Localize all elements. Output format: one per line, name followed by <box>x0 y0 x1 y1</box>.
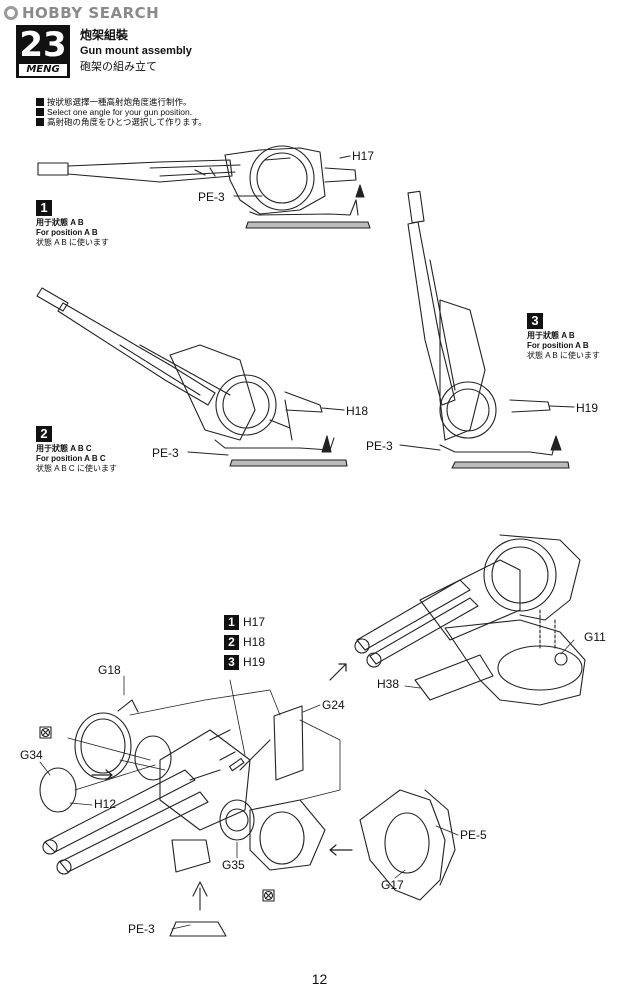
callout-pe3-1: PE-3 <box>198 190 225 204</box>
arrows <box>91 663 353 856</box>
callout-h19: H19 <box>576 401 599 415</box>
gun-position-1-drawing <box>37 145 371 229</box>
no-glue-icon-2 <box>262 889 275 902</box>
position-2-number: 2 <box>36 426 52 442</box>
step-badge: 23 MENG <box>16 25 70 78</box>
part-label-pe5: PE-5 <box>460 828 487 842</box>
gun-position-2-drawing <box>36 287 348 467</box>
callout-h17: H17 <box>352 149 375 163</box>
part-label-g18: G18 <box>98 663 121 677</box>
callout-pe3-2: PE-3 <box>152 446 179 460</box>
instruction-en: Select one angle for your gun position. <box>36 107 192 117</box>
assembled-mount-drawing <box>354 534 586 706</box>
instruction-jp: 高射砲の角度をひとつ選択して作ります。 <box>36 117 207 127</box>
leader-h18 <box>321 407 345 411</box>
position-3-number: 3 <box>527 313 543 329</box>
part-label-g24: G24 <box>322 698 345 712</box>
flag-cn-icon <box>36 98 44 106</box>
guide-lines <box>67 679 341 801</box>
title-chinese: 炮架組裝 <box>80 28 129 42</box>
part-label-g11: G11 <box>584 630 606 644</box>
leader-pe3-2 <box>187 451 229 456</box>
instruction-cn: 按狀態選擇一種高射炮角度進行制作。 <box>36 97 192 107</box>
leader-h19 <box>549 405 575 408</box>
position-2-block: 2 用于狀態 A B C For position A B C 状態 A B C… <box>36 426 117 473</box>
brand-logo: MENG <box>19 64 67 76</box>
flag-en-icon <box>36 108 44 116</box>
part-label-pe3: PE-3 <box>128 922 155 936</box>
part-list-item-1: 1 H17 <box>224 614 265 630</box>
position-1-block: 1 用于狀態 A B For position A B 状態 A B に使います <box>36 200 109 247</box>
title-japanese: 砲架の組み立て <box>80 61 157 73</box>
position-3-block: 3 用于狀態 A B For position A B 状態 A B に使います <box>527 313 600 360</box>
exploded-parts-drawing <box>39 699 456 937</box>
callout-pe3-3: PE-3 <box>366 439 393 453</box>
part-label-g17: G17 <box>381 878 404 892</box>
title-english: Gun mount assembly <box>80 45 192 57</box>
flag-jp-icon <box>36 118 44 126</box>
step-number: 23 <box>19 25 67 65</box>
leader-pe3-3 <box>399 444 441 451</box>
part-label-g35: G35 <box>222 858 245 872</box>
part-list-item-3: 3 H19 <box>224 654 265 670</box>
watermark-text: HOBBY SEARCH <box>22 4 160 22</box>
position-1-number: 1 <box>36 200 52 216</box>
gun-position-3-drawing <box>407 190 570 469</box>
watermark-gear-icon <box>4 6 18 20</box>
callout-h18: H18 <box>346 404 369 418</box>
no-glue-icon-1 <box>39 726 52 739</box>
part-label-h38: H38 <box>377 677 400 691</box>
part-label-h12: H12 <box>94 797 117 811</box>
part-label-g34: G34 <box>20 748 43 762</box>
leader-h17 <box>339 155 351 159</box>
watermark: HOBBY SEARCH <box>4 4 159 22</box>
page-number: 12 <box>311 971 328 987</box>
part-list-item-2: 2 H18 <box>224 634 265 650</box>
